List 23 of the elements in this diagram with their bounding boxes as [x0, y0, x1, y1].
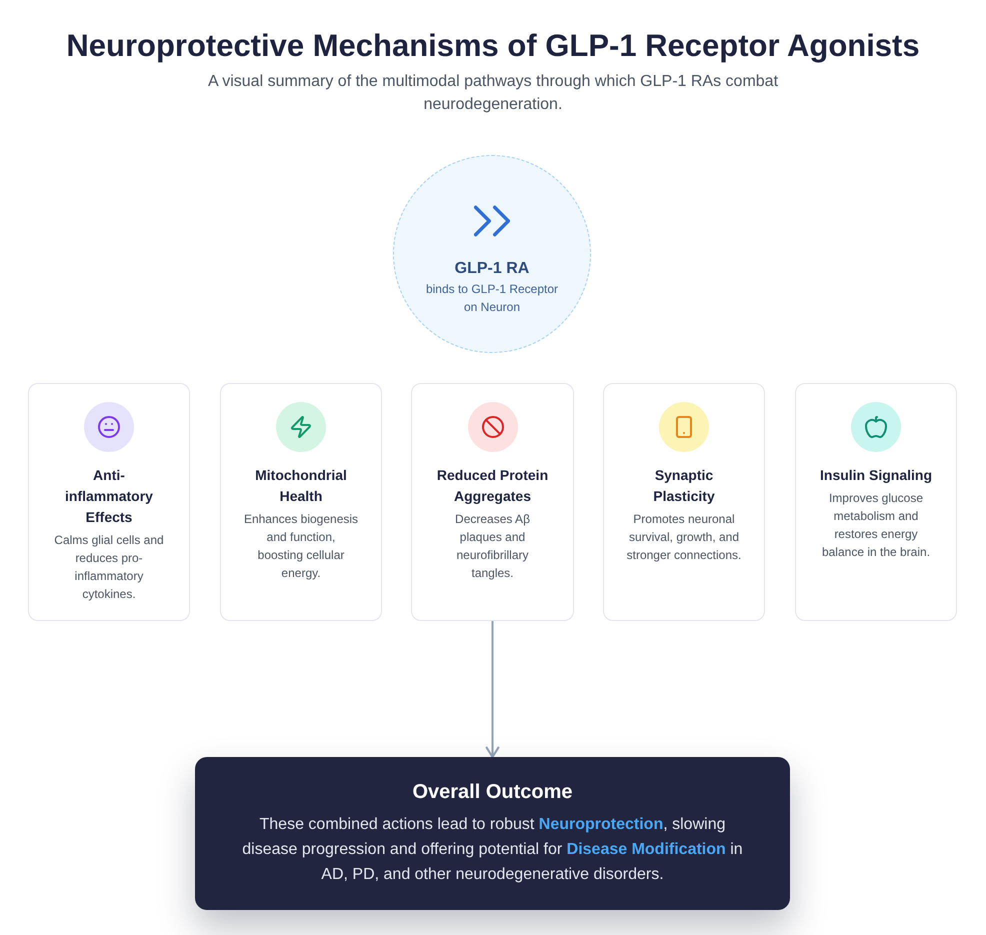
arrow [486, 620, 500, 758]
card-description: Enhances biogenesis and function, boosting cellular energy. [243, 511, 359, 582]
mechanism-card [220, 383, 382, 621]
panel-heading: Overall Outcome [412, 780, 573, 805]
card-title: Insulin Signaling [820, 466, 932, 485]
card-description: Decreases Aβ plaques and neurofibrillary tangles. [454, 511, 531, 582]
card-title: Mitochondrial Health [254, 466, 348, 506]
card-title: Anti-inflammatory Effects [64, 466, 154, 527]
mechanism-card [411, 383, 574, 621]
node-heading: GLP-1 RA [454, 259, 530, 279]
card-description: Calms glial cells and reduces pro-inflammatory cytokines. [53, 532, 165, 603]
card-description: Promotes neuronal survival, growth, and stronger connections. [626, 511, 742, 564]
panel-text: These combined actions lead to robust Neuroprotection, slowing disease progression and offering potential for Disease Modification in AD, PD, and other neurodegenerative disorders. [241, 815, 744, 885]
mechanism-card [28, 383, 190, 621]
card-description: Improves glucose metabolism and restores energy balance in the brain. [820, 490, 932, 561]
node-description: binds to GLP-1 Receptor on Neuron [424, 281, 560, 316]
card-title: Reduced Protein Aggregates [436, 466, 550, 506]
card-title: Synaptic Plasticity [652, 466, 716, 506]
subtitle: A visual summary of the multimodal pathways through which GLP-1 RAs combat neurodegeneration. [206, 72, 780, 115]
title: Neuroprotective Mechanisms of GLP-1 Receptor Agonists [66, 27, 920, 65]
mechanism-card [603, 383, 765, 621]
mechanism-card [795, 383, 957, 621]
outcome-panel [195, 757, 790, 910]
